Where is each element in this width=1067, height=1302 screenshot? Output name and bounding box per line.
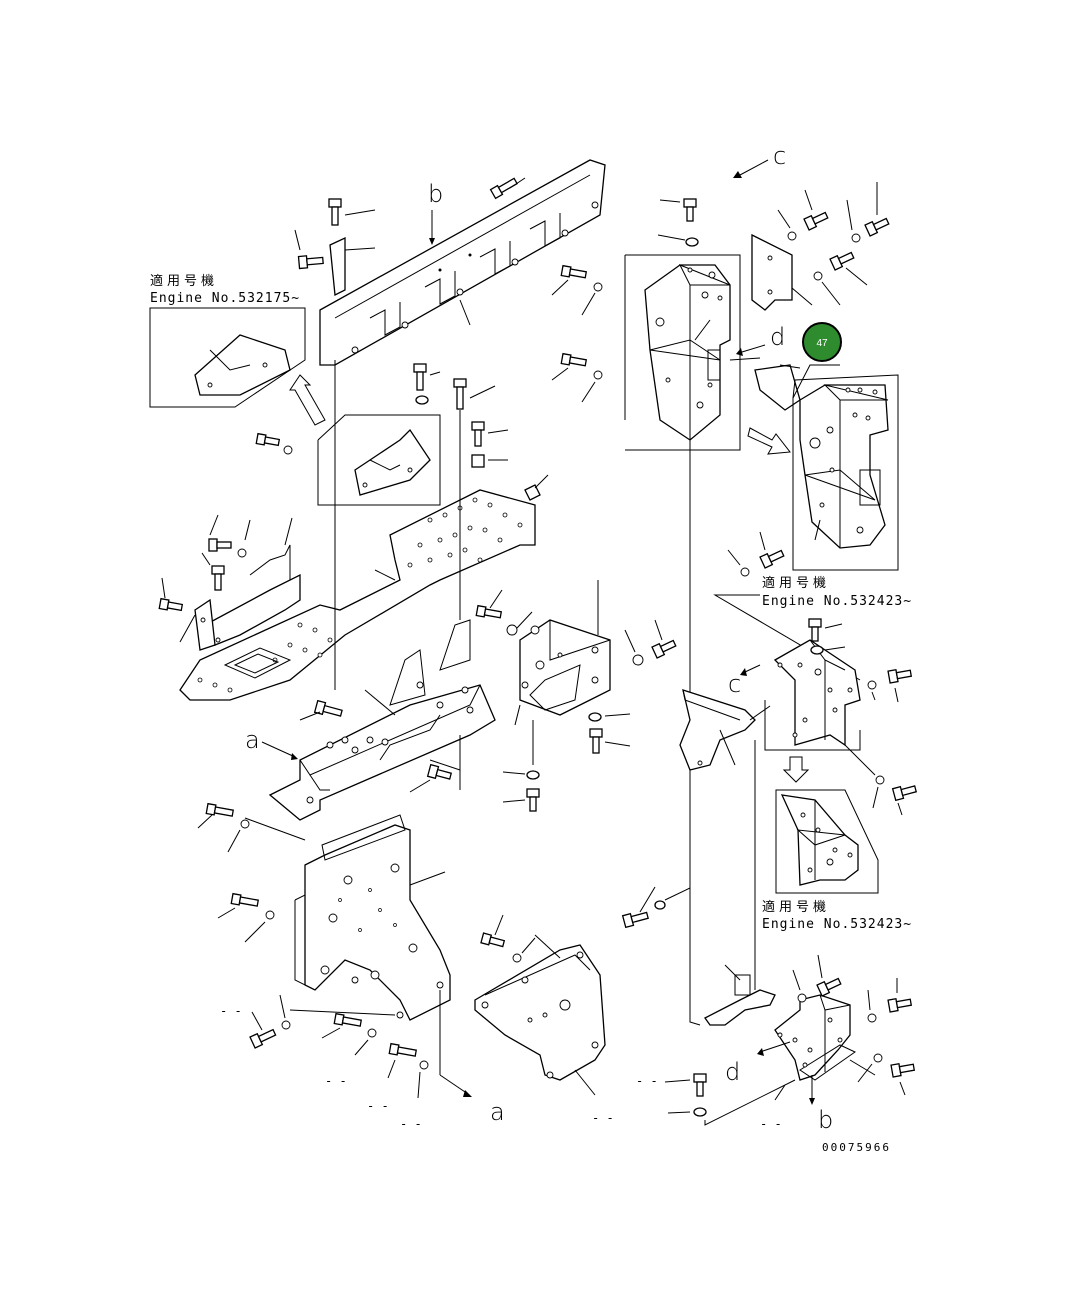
upper-right-bracket bbox=[624, 254, 761, 451]
note-engine-532423-b: 適用号機 Engine No.532423~ bbox=[762, 899, 912, 932]
center-bracket bbox=[514, 619, 611, 726]
note-2-jp: 適用号機 bbox=[762, 575, 830, 591]
ref-b-bottom: b bbox=[818, 1106, 833, 1134]
note-engine-532175: 適用号機 Engine No.532175~ bbox=[149, 273, 306, 408]
note-1-jp: 適用号機 bbox=[150, 273, 218, 289]
note-1-engine: Engine No.532175~ bbox=[150, 291, 300, 306]
inset-bracket-box bbox=[317, 414, 441, 506]
bolt-group-top-right bbox=[551, 182, 890, 403]
bolt-group-right-mid bbox=[727, 531, 785, 577]
ref-b-top: b bbox=[428, 180, 443, 208]
svg-text:- -: - - bbox=[367, 1099, 389, 1113]
ref-d-bottom: d bbox=[725, 1058, 740, 1086]
top-long-bracket bbox=[319, 159, 606, 366]
svg-text:- -: - - bbox=[636, 1074, 658, 1088]
svg-text:- -: - - bbox=[400, 1117, 422, 1131]
svg-text:- -: - - bbox=[592, 1111, 614, 1125]
note-3-jp: 適用号機 bbox=[762, 899, 830, 915]
large-floor-plate bbox=[179, 489, 536, 701]
note-2-engine: Engine No.532423~ bbox=[762, 594, 912, 609]
right-mid-bracket bbox=[764, 618, 913, 776]
bolt-group-lower-left bbox=[197, 802, 429, 1099]
bolt-group-lower-right-mid bbox=[872, 775, 918, 816]
inset-bracket-detail-2 bbox=[775, 789, 879, 894]
dash-marks: - - - - - - - - - - - - - - bbox=[220, 1004, 782, 1131]
svg-text:- -: - - bbox=[325, 1074, 347, 1088]
bolt-group-top bbox=[294, 177, 526, 270]
bolt-group-left bbox=[158, 514, 251, 643]
bolt-group-lower-right bbox=[664, 954, 916, 1126]
gusset-plate bbox=[751, 233, 801, 411]
frame-rail bbox=[268, 619, 496, 821]
bolt-group-center-right bbox=[621, 886, 691, 929]
angled-bracket bbox=[679, 689, 771, 771]
note-3-engine: Engine No.532423~ bbox=[762, 917, 912, 932]
inset-bracket-detail bbox=[792, 364, 899, 571]
callout-47[interactable]: 47 bbox=[802, 322, 842, 362]
ref-a-left: a bbox=[245, 726, 260, 754]
callout-47-badge[interactable] bbox=[802, 322, 842, 362]
callout-47-label: 47 bbox=[816, 338, 828, 349]
lower-center-plate bbox=[474, 934, 606, 1096]
bolt-group-rail bbox=[299, 360, 461, 793]
bolt-group-lower-center bbox=[480, 914, 536, 963]
lower-right-bracket bbox=[704, 740, 876, 1101]
bolt-group-mid bbox=[255, 363, 549, 501]
ref-c-top: c bbox=[773, 142, 786, 170]
svg-text:- -: - - bbox=[760, 1117, 782, 1131]
ref-d-top: d bbox=[770, 323, 785, 351]
bolt-group-center bbox=[475, 580, 677, 812]
lower-left-plate bbox=[244, 814, 451, 1021]
ref-c-mid: c bbox=[728, 670, 741, 698]
note-engine-532423-a: 適用号機 Engine No.532423~ bbox=[713, 575, 912, 681]
svg-text:- -: - - bbox=[220, 1004, 242, 1018]
ref-a-bottom: a bbox=[490, 1098, 505, 1126]
drawing-code: 00075966 bbox=[822, 1141, 891, 1154]
